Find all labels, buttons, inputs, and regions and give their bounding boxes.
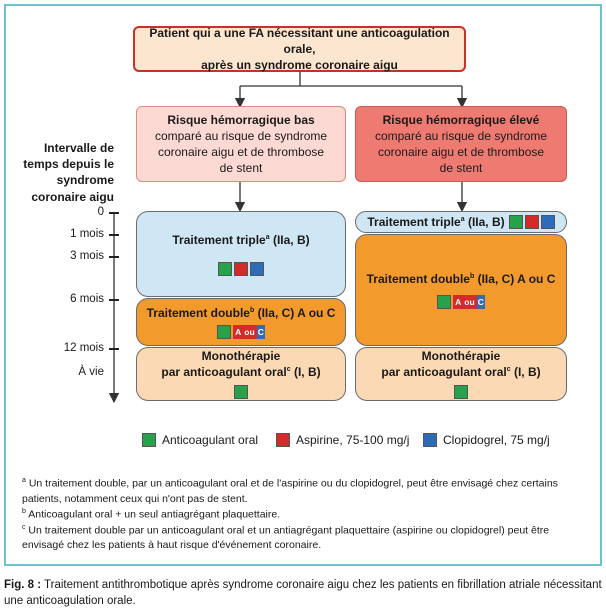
clopidogrel-legend-icon xyxy=(423,433,437,447)
legend-anticoagulant-label: Anticoagulant oral xyxy=(162,433,259,447)
figure-frame xyxy=(4,4,602,566)
patient-box: Patient qui a une FA nécessitant une ant… xyxy=(133,26,466,72)
left-triple-icons xyxy=(218,262,264,277)
time-label-12m: 12 mois xyxy=(63,342,104,354)
left-triple-box: Traitement triplea (IIa, B) xyxy=(136,211,346,297)
right-double-label: Traitement doubleb (IIa, C) A ou C xyxy=(366,271,556,286)
risk-high-text: comparé au risque de syndrome coronaire … xyxy=(374,128,548,176)
time-label-6m: 6 mois xyxy=(70,293,104,305)
caption-label: Fig. 8 : xyxy=(4,579,42,591)
tick-0 xyxy=(109,212,119,214)
left-double-label: Traitement doubleb (IIa, C) A ou C xyxy=(146,306,336,321)
footnote-a: a Un traitement double, par un anticoagu… xyxy=(22,477,558,505)
risk-low-title: Risque hémorragique bas xyxy=(167,112,315,127)
legend-aspirin: Aspirine, 75-100 mg/j xyxy=(276,433,409,447)
figure-caption: Fig. 8 : Traitement antithrombotique apr… xyxy=(4,578,604,609)
anticoagulant-square-icon xyxy=(218,262,232,277)
anticoagulant-square-icon xyxy=(234,385,248,400)
time-label-3m: 3 mois xyxy=(70,250,104,262)
tick-3m xyxy=(109,256,119,258)
tick-12m xyxy=(109,348,119,350)
left-mono-line1: Monothérapie xyxy=(201,349,281,364)
tick-6m xyxy=(109,299,119,301)
time-label-1m: 1 mois xyxy=(70,228,104,240)
footnote-c: c Un traitement double par un anticoagul… xyxy=(22,523,550,552)
caption-text: Traitement antithrombotique après syndro… xyxy=(4,579,602,607)
left-mono-icons xyxy=(234,384,248,400)
footnotes: a Un traitement double, par un anticoagu… xyxy=(22,476,582,554)
legend-clopidogrel: Clopidogrel, 75 mg/j xyxy=(423,433,550,447)
anticoagulant-legend-icon xyxy=(142,433,156,447)
anticoagulant-square-icon xyxy=(508,215,523,229)
time-label-0: 0 xyxy=(97,206,104,218)
aspirin-square-icon xyxy=(524,215,539,229)
aspirin-square-icon xyxy=(234,262,248,277)
right-triple-label: Traitement triplea (IIa, B) xyxy=(367,214,505,229)
right-mono-line1: Monothérapie xyxy=(421,349,501,364)
risk-low-box: Risque hémorragique bas comparé au risqu… xyxy=(136,106,346,182)
left-mono-box: Monothérapie par anticoagulant oralc (I,… xyxy=(136,347,346,401)
clopidogrel-square-icon xyxy=(540,215,555,229)
legend-clopidogrel-label: Clopidogrel, 75 mg/j xyxy=(443,433,550,447)
tick-1m xyxy=(109,234,119,236)
anticoagulant-square-icon xyxy=(454,385,468,400)
right-triple-box: Traitement triplea (IIa, B) xyxy=(355,211,567,233)
time-label-life: À vie xyxy=(78,366,104,378)
right-mono-line2: par anticoagulant oralc (I, B) xyxy=(381,365,541,380)
legend-aspirin-label: Aspirine, 75-100 mg/j xyxy=(296,433,410,447)
left-triple-label: Traitement triplea (IIa, B) xyxy=(172,232,310,247)
risk-high-title: Risque hémorragique élevé xyxy=(382,112,540,127)
anticoagulant-square-icon xyxy=(437,295,452,310)
legend-anticoagulant: Anticoagulant oral xyxy=(142,433,258,447)
aspirin-legend-icon xyxy=(276,433,290,447)
risk-low-text: comparé au risque de syndrome coronaire … xyxy=(154,128,328,176)
patient-line-1: Patient qui a une FA nécessitant une ant… xyxy=(149,25,450,56)
right-mono-icons xyxy=(454,384,468,400)
footnote-b: b Anticoagulant oral + un seul antiagrég… xyxy=(22,507,281,521)
anticoagulant-square-icon xyxy=(217,324,232,339)
left-mono-line2: par anticoagulant oralc (I, B) xyxy=(161,365,321,380)
clopidogrel-square-icon xyxy=(250,262,264,277)
patient-line-2: après un syndrome coronaire aigu xyxy=(201,58,398,73)
time-axis-title: Intervalle de temps depuis le syndrome c… xyxy=(23,141,114,204)
risk-high-box: Risque hémorragique élevé comparé au ris… xyxy=(355,106,567,182)
right-triple-icons xyxy=(508,215,555,229)
right-mono-box: Monothérapie par anticoagulant oralc (I,… xyxy=(355,347,567,401)
